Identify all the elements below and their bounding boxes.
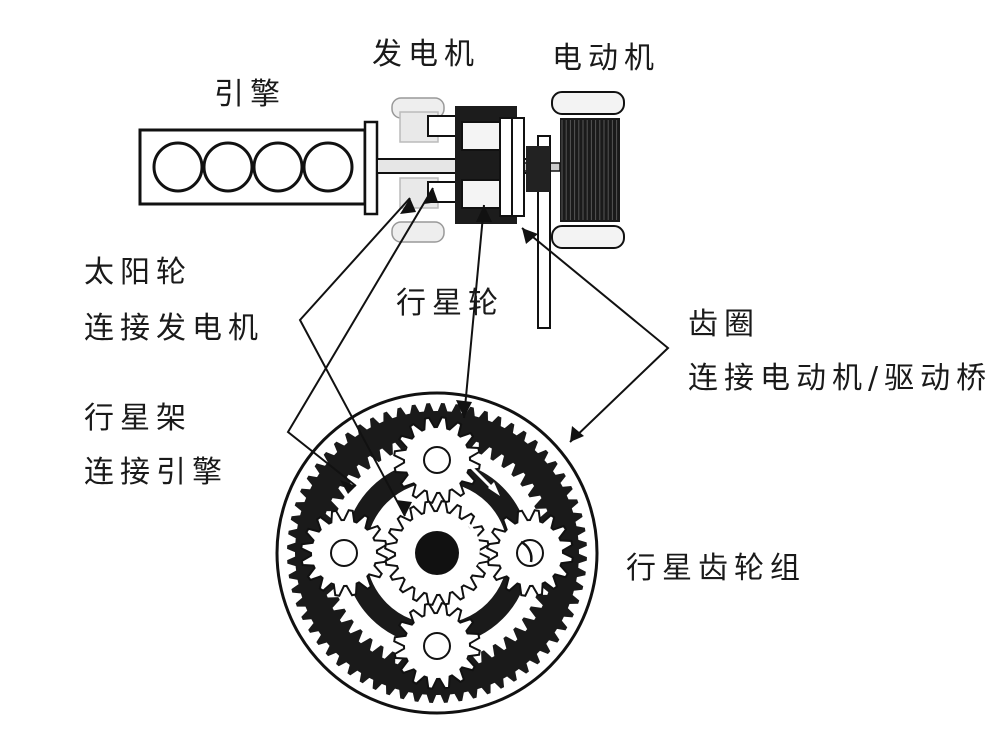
gear-housing-side-view (455, 106, 525, 224)
leader-sun-gear (298, 197, 411, 517)
engine-block (138, 120, 379, 216)
planet-rotation-arrow (520, 540, 533, 563)
engine-cylinder-1 (152, 141, 204, 193)
planet-gear-4 (300, 509, 388, 597)
label-carrier-line2: 连接引擎 (84, 455, 228, 490)
planetary-gear-set (275, 391, 599, 715)
label-sun-gear-line2: 连接发电机 (84, 311, 264, 346)
engine-cylinder-4 (302, 141, 354, 193)
leader-carrier (286, 187, 434, 487)
label-generator: 发电机 (372, 37, 480, 72)
engine-flange (363, 120, 379, 216)
label-ring-gear-line2: 连接电动机/驱动桥 (688, 361, 993, 396)
label-planetary-set: 行星齿轮组 (626, 551, 806, 586)
label-engine: 引擎 (214, 77, 286, 112)
motor-windings (561, 120, 618, 220)
planet-gear-1 (393, 416, 481, 504)
generator (391, 97, 457, 243)
leader-lines (286, 187, 670, 517)
planet-gear-3 (393, 602, 481, 690)
sun-gear (384, 500, 490, 606)
label-motor: 电动机 (552, 41, 660, 76)
engine-cylinder-3 (252, 141, 304, 193)
label-carrier-line1: 行星架 (84, 401, 192, 436)
label-sun-gear-line1: 太阳轮 (84, 255, 192, 290)
label-ring-gear-line1: 齿圈 (688, 307, 760, 342)
drive-plate (526, 135, 551, 329)
sun-rotation-arrow (464, 520, 480, 563)
engine-cylinder-2 (202, 141, 254, 193)
label-planet-gear: 行星轮 (396, 286, 504, 321)
leader-ring-gear (521, 227, 670, 443)
sun-gear-hub (415, 531, 459, 575)
electric-motor (551, 91, 625, 249)
leader-planet-gear (463, 204, 485, 419)
leader-arrowheads (340, 188, 584, 516)
drive-hub (526, 146, 550, 192)
